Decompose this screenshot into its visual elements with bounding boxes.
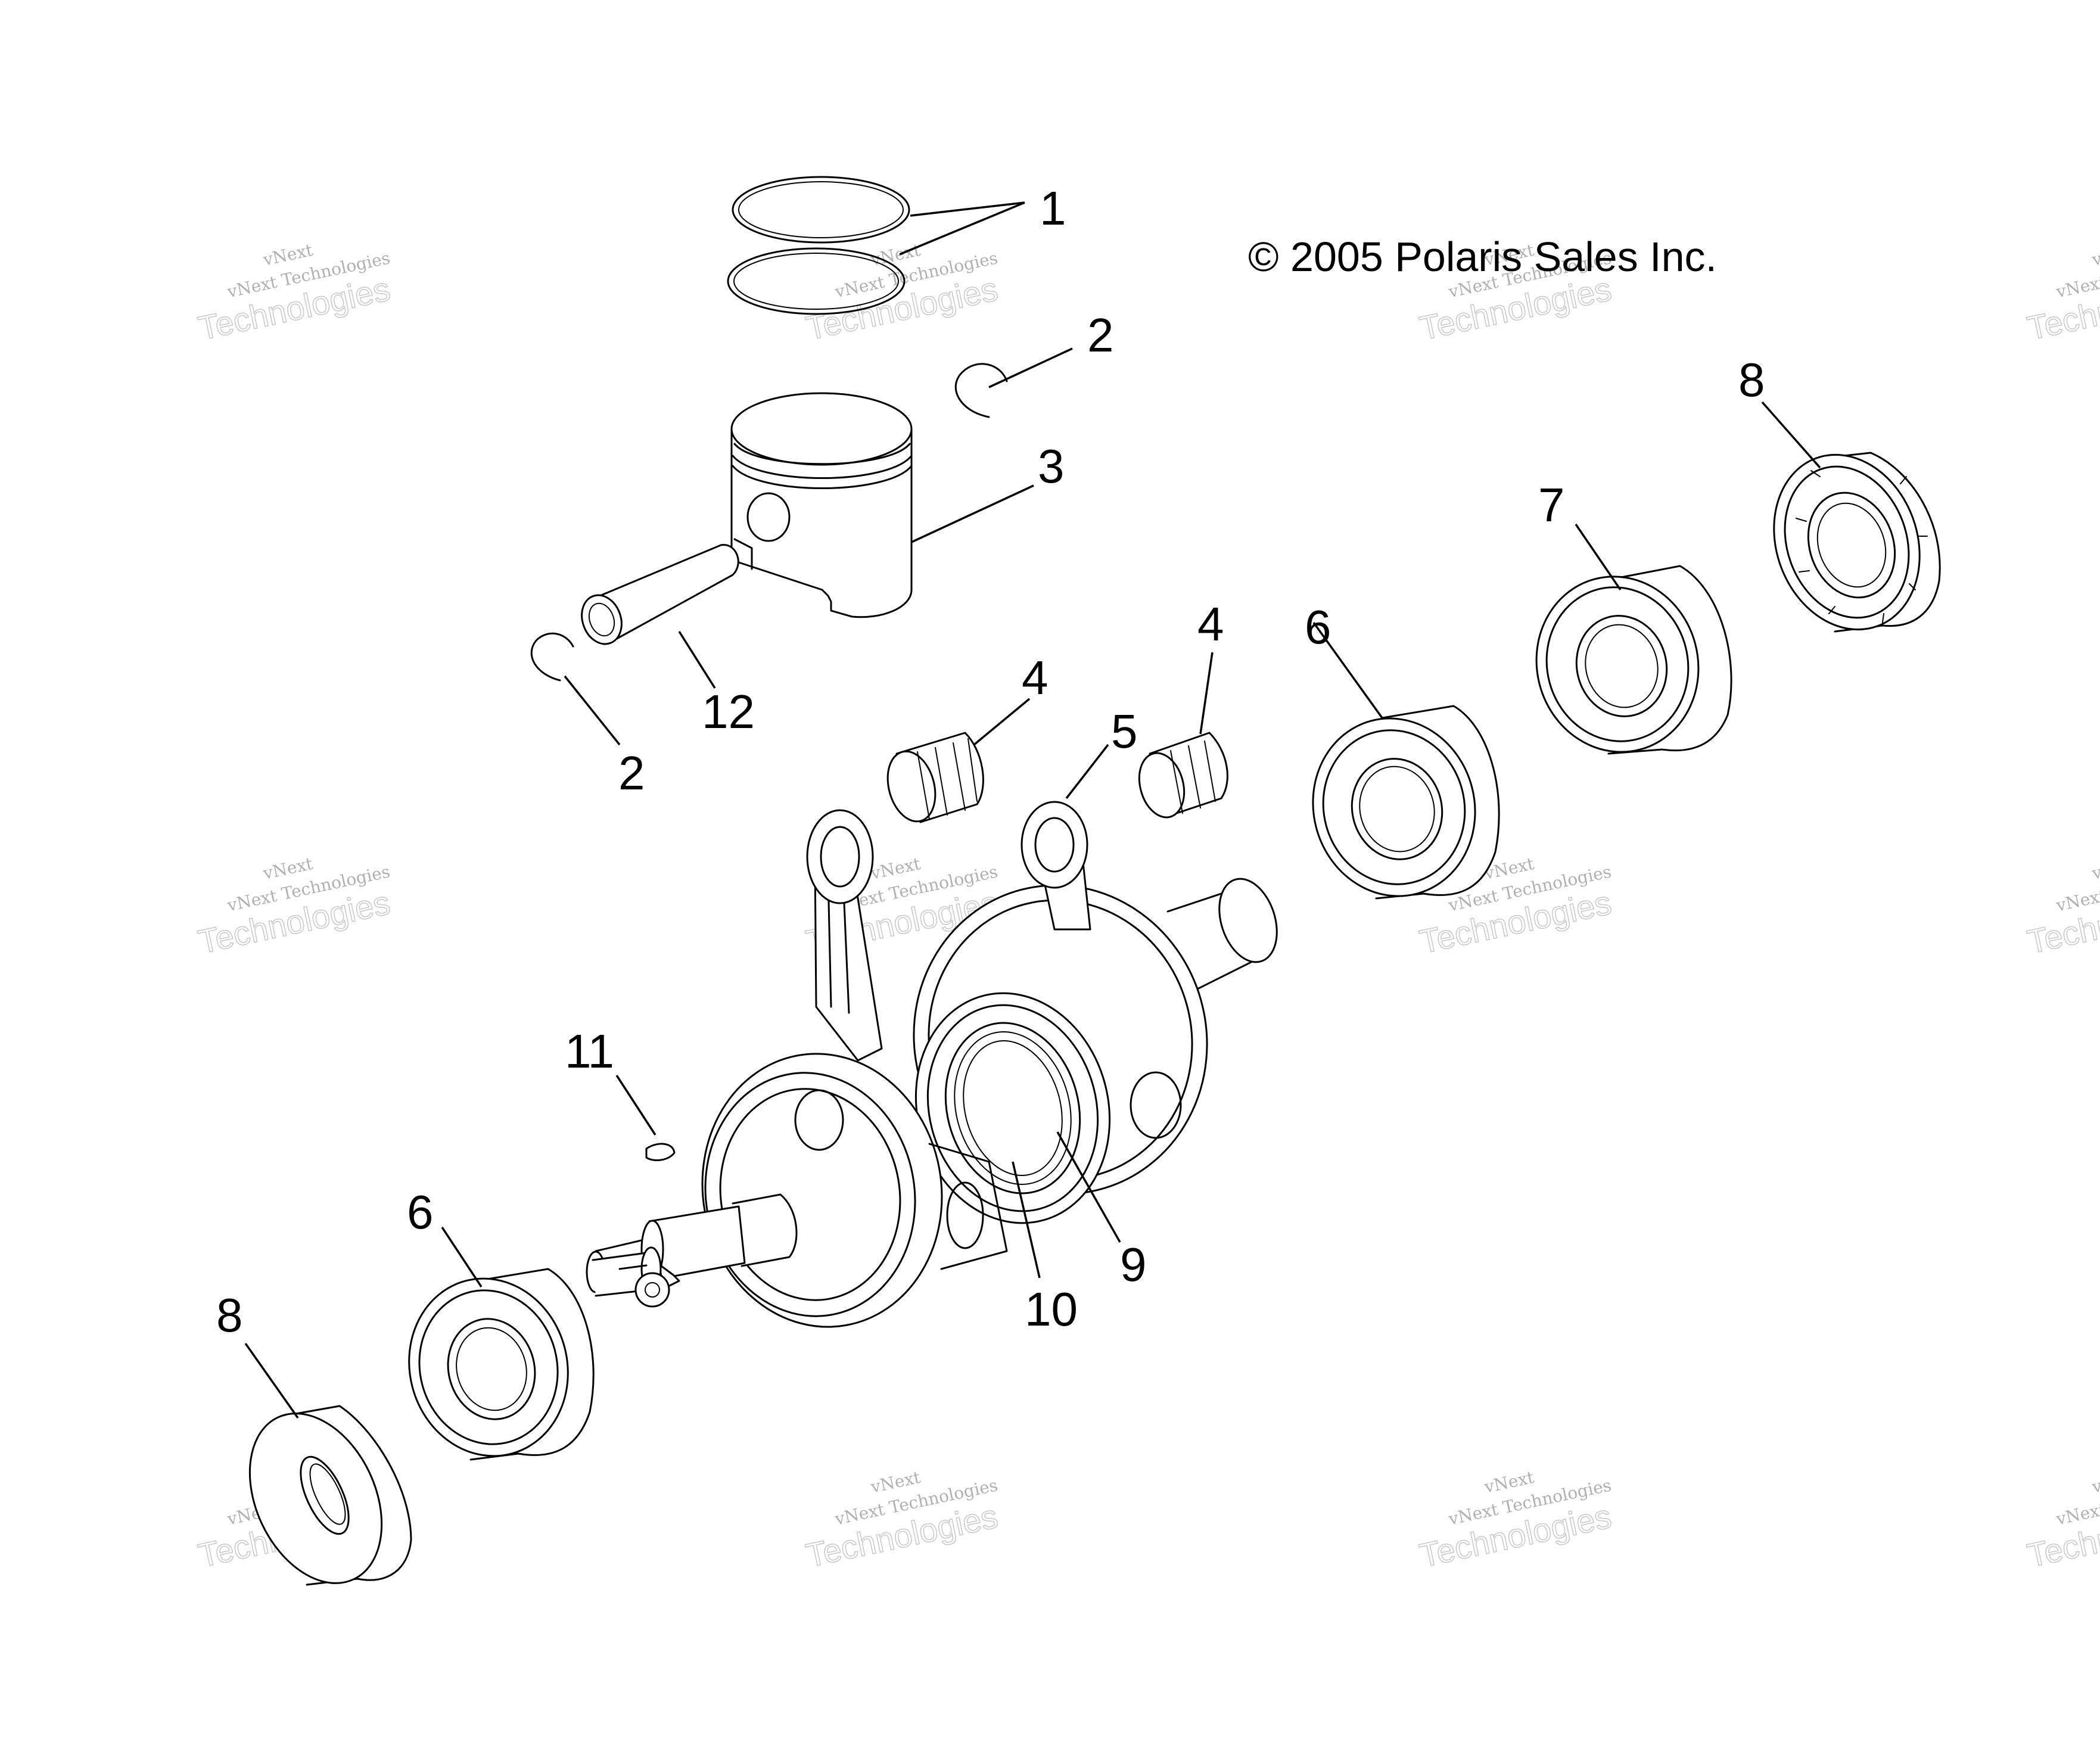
callout-11: 11 <box>565 1025 614 1078</box>
watermark: vNext vNext Technologies Technologies <box>2024 240 2100 347</box>
needle-bearing-left <box>886 732 984 823</box>
callout-9: 9 <box>1120 1238 1147 1291</box>
watermark: vNext vNext Technologies Technologies <box>1416 1467 1615 1575</box>
copyright-notice: © 2005 Polaris Sales Inc. <box>1248 234 1717 280</box>
bearing-7 <box>1535 565 1732 755</box>
callout-7: 7 <box>1538 478 1565 531</box>
circlip-lower <box>530 632 574 682</box>
svg-text:vNext: vNext <box>2090 240 2100 270</box>
callout-1: 1 <box>1040 182 1066 235</box>
seal-left <box>248 1405 412 1586</box>
watermark: vNext vNext Technologies Technologies <box>195 240 394 347</box>
callout-5: 5 <box>1111 705 1138 758</box>
svg-text:vNext: vNext <box>2090 1467 2100 1497</box>
callout-2-lower: 2 <box>618 746 645 800</box>
main-bearing-right <box>1312 705 1500 900</box>
callout-6-right: 6 <box>1305 601 1331 654</box>
callout-12: 12 <box>702 685 755 738</box>
watermark: vNext vNext Technologies Technologies <box>2024 1467 2100 1575</box>
seal-right <box>1773 452 1941 633</box>
callout-10: 10 <box>1025 1283 1078 1336</box>
svg-text:vNext: vNext <box>2090 854 2100 884</box>
callout-4-right: 4 <box>1197 598 1224 651</box>
callout-numbers: 1 2 3 12 2 4 4 5 6 7 8 6 8 11 9 10 <box>216 182 1765 1342</box>
callout-8-left: 8 <box>216 1289 243 1342</box>
watermark: vNext vNext Technologies Technologies <box>802 1467 1001 1575</box>
needle-bearing-right <box>1138 732 1228 819</box>
watermark: vNext vNext Technologies Technologies <box>195 854 394 961</box>
piston-rings <box>727 176 910 315</box>
leader-lines <box>244 201 1821 1419</box>
callout-8-right: 8 <box>1738 353 1765 406</box>
piston <box>730 392 913 618</box>
watermark: vNext vNext Technologies Technologies <box>2024 854 2100 961</box>
circlip-upper <box>954 363 1008 418</box>
callout-6-left: 6 <box>407 1186 434 1239</box>
wrist-pin <box>581 544 739 645</box>
main-bearing-left <box>408 1268 595 1461</box>
callout-2-upper: 2 <box>1087 309 1114 362</box>
callout-3: 3 <box>1038 440 1065 493</box>
woodruff-key <box>645 1143 676 1161</box>
crankshaft-assembly <box>586 801 1278 1328</box>
callout-4-left: 4 <box>1022 651 1049 704</box>
